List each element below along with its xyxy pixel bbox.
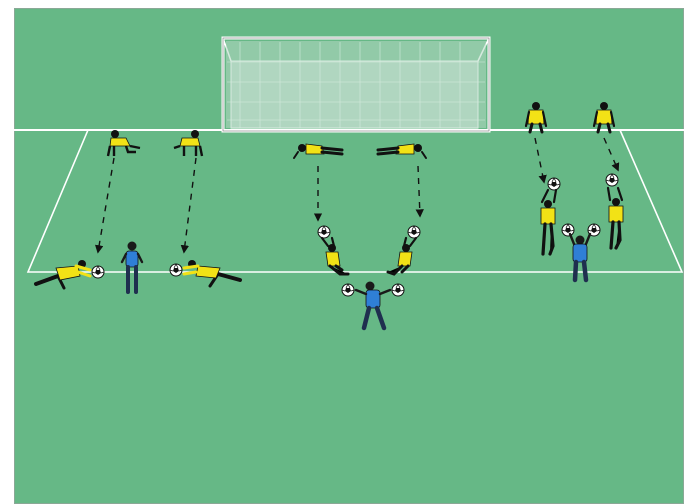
goal: [223, 38, 489, 131]
